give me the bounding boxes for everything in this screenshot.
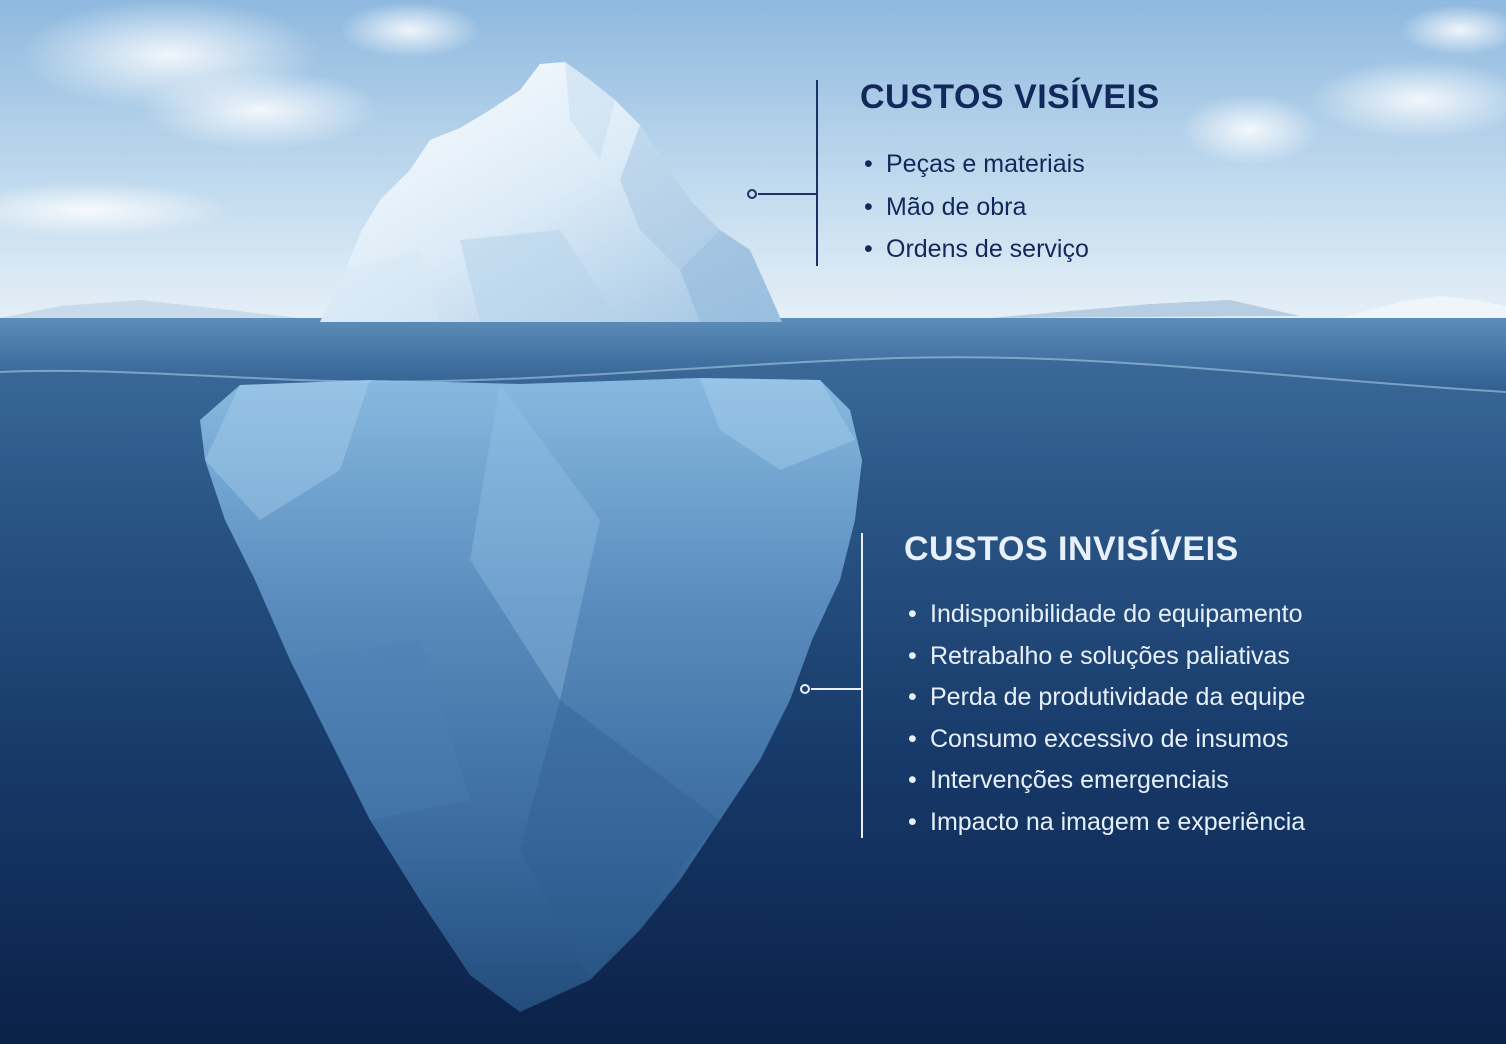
iceberg-underwater xyxy=(200,378,862,1012)
visible-costs-connector-node-icon xyxy=(747,189,757,199)
waterline xyxy=(0,356,1506,393)
visible-costs-connector-line xyxy=(758,193,816,195)
invisible-costs-connector-node-icon xyxy=(800,684,810,694)
invisible-costs-connector-line xyxy=(811,688,861,690)
water-surface xyxy=(0,318,1506,392)
visible-costs-title: CUSTOS VISÍVEIS xyxy=(860,78,1160,116)
clouds xyxy=(0,0,1506,238)
invisible-cost-item: Perda de produtividade da equipe xyxy=(906,681,1305,723)
invisible-costs-list: Indisponibilidade do equipamento Retraba… xyxy=(906,598,1305,847)
visible-cost-item: Mão de obra xyxy=(862,190,1089,233)
iceberg-visible-facets xyxy=(320,62,782,322)
visible-costs-bracket-line xyxy=(816,80,818,266)
distant-mountains xyxy=(0,296,1506,318)
iceberg-visible xyxy=(320,62,782,322)
invisible-cost-item: Indisponibilidade do equipamento xyxy=(906,598,1305,640)
visible-cost-item: Ordens de serviço xyxy=(862,232,1089,275)
invisible-costs-title: CUSTOS INVISÍVEIS xyxy=(904,530,1239,568)
visible-costs-list: Peças e materiais Mão de obra Ordens de … xyxy=(862,147,1089,275)
iceberg-underwater-facets xyxy=(205,378,855,980)
invisible-cost-item: Intervenções emergenciais xyxy=(906,764,1305,806)
invisible-cost-item: Impacto na imagem e experiência xyxy=(906,806,1305,848)
invisible-costs-bracket-line xyxy=(861,533,863,838)
visible-cost-item: Peças e materiais xyxy=(862,147,1089,190)
invisible-cost-item: Retrabalho e soluções paliativas xyxy=(906,640,1305,682)
invisible-cost-item: Consumo excessivo de insumos xyxy=(906,723,1305,765)
